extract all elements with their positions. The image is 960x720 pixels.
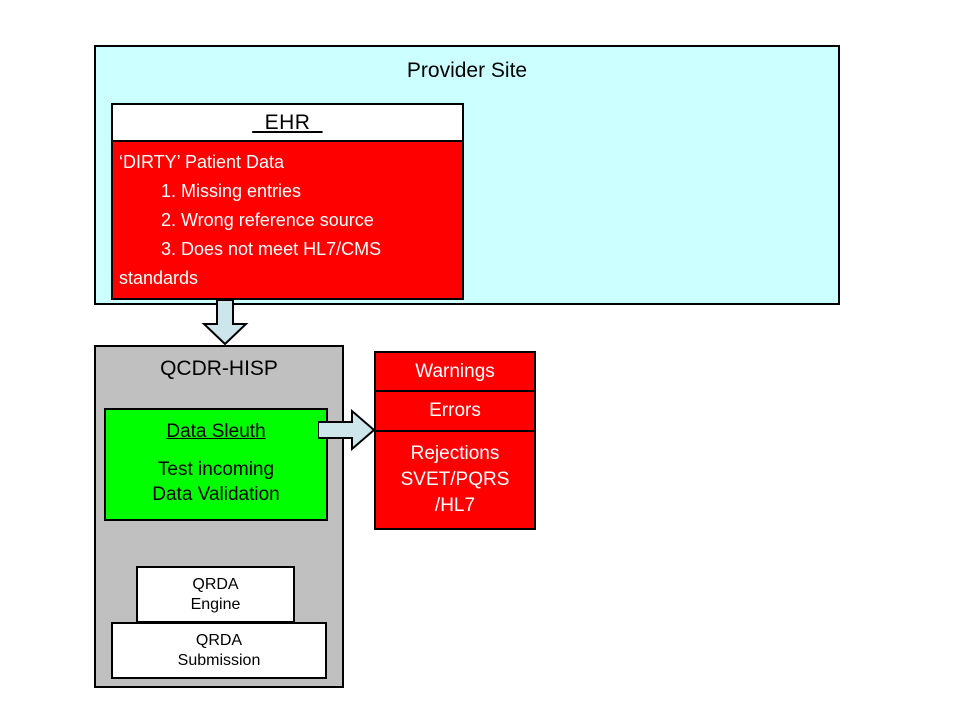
- alert-cell-rejections: Rejections SVET/PQRS /HL7: [376, 432, 534, 528]
- alert-cell-errors: Errors: [376, 392, 534, 432]
- dirty-data-item-1: 1. Missing entries: [161, 181, 302, 201]
- qrda-submission-box: QRDA Submission: [111, 622, 327, 679]
- provider-site-title: Provider Site: [406, 59, 528, 82]
- ehr-header: _EHR_: [113, 105, 462, 142]
- alert-rejections-line-2: SVET/PQRS: [400, 469, 510, 490]
- ehr-box: _EHR_ ‘DIRTY’ Patient Data 1. Missing en…: [111, 103, 464, 300]
- dirty-data-item-3: 3. Does not meet HL7/CMS: [161, 239, 382, 259]
- qrda-engine-line-1: QRDA: [192, 576, 239, 593]
- dirty-data-item-3-continuation: standards: [119, 268, 199, 288]
- qrda-engine-line-2: Engine: [190, 596, 241, 613]
- dirty-data-item-2: 2. Wrong reference source: [161, 210, 374, 230]
- ehr-header-label: _EHR_: [252, 110, 323, 134]
- dirty-data-body: ‘DIRTY’ Patient Data 1. Missing entries …: [113, 142, 462, 298]
- qrda-submission-line-2: Submission: [177, 652, 261, 669]
- qrda-submission-line-1: QRDA: [195, 632, 243, 649]
- data-sleuth-line-1: Test incoming: [157, 459, 275, 480]
- alert-rejections-line-3: /HL7: [434, 495, 476, 516]
- dirty-data-heading: ‘DIRTY’ Patient Data: [119, 152, 285, 172]
- alerts-box: Warnings Errors Rejections SVET/PQRS /HL…: [374, 351, 536, 530]
- qrda-engine-box: QRDA Engine: [136, 566, 295, 623]
- right-arrow-icon: [317, 408, 376, 453]
- alert-cell-warnings: Warnings: [376, 353, 534, 392]
- alert-errors-label: Errors: [429, 400, 481, 421]
- qcdr-hisp-title: QCDR-HISP: [160, 357, 278, 380]
- alert-rejections-line-1: Rejections: [410, 443, 500, 464]
- down-arrow-icon: [200, 299, 250, 346]
- data-sleuth-title: Data Sleuth: [166, 421, 266, 442]
- alert-warnings-label: Warnings: [415, 360, 495, 382]
- data-sleuth-line-2: Data Validation: [152, 484, 280, 505]
- data-sleuth-box: Data Sleuth Test incoming Data Validatio…: [104, 408, 328, 521]
